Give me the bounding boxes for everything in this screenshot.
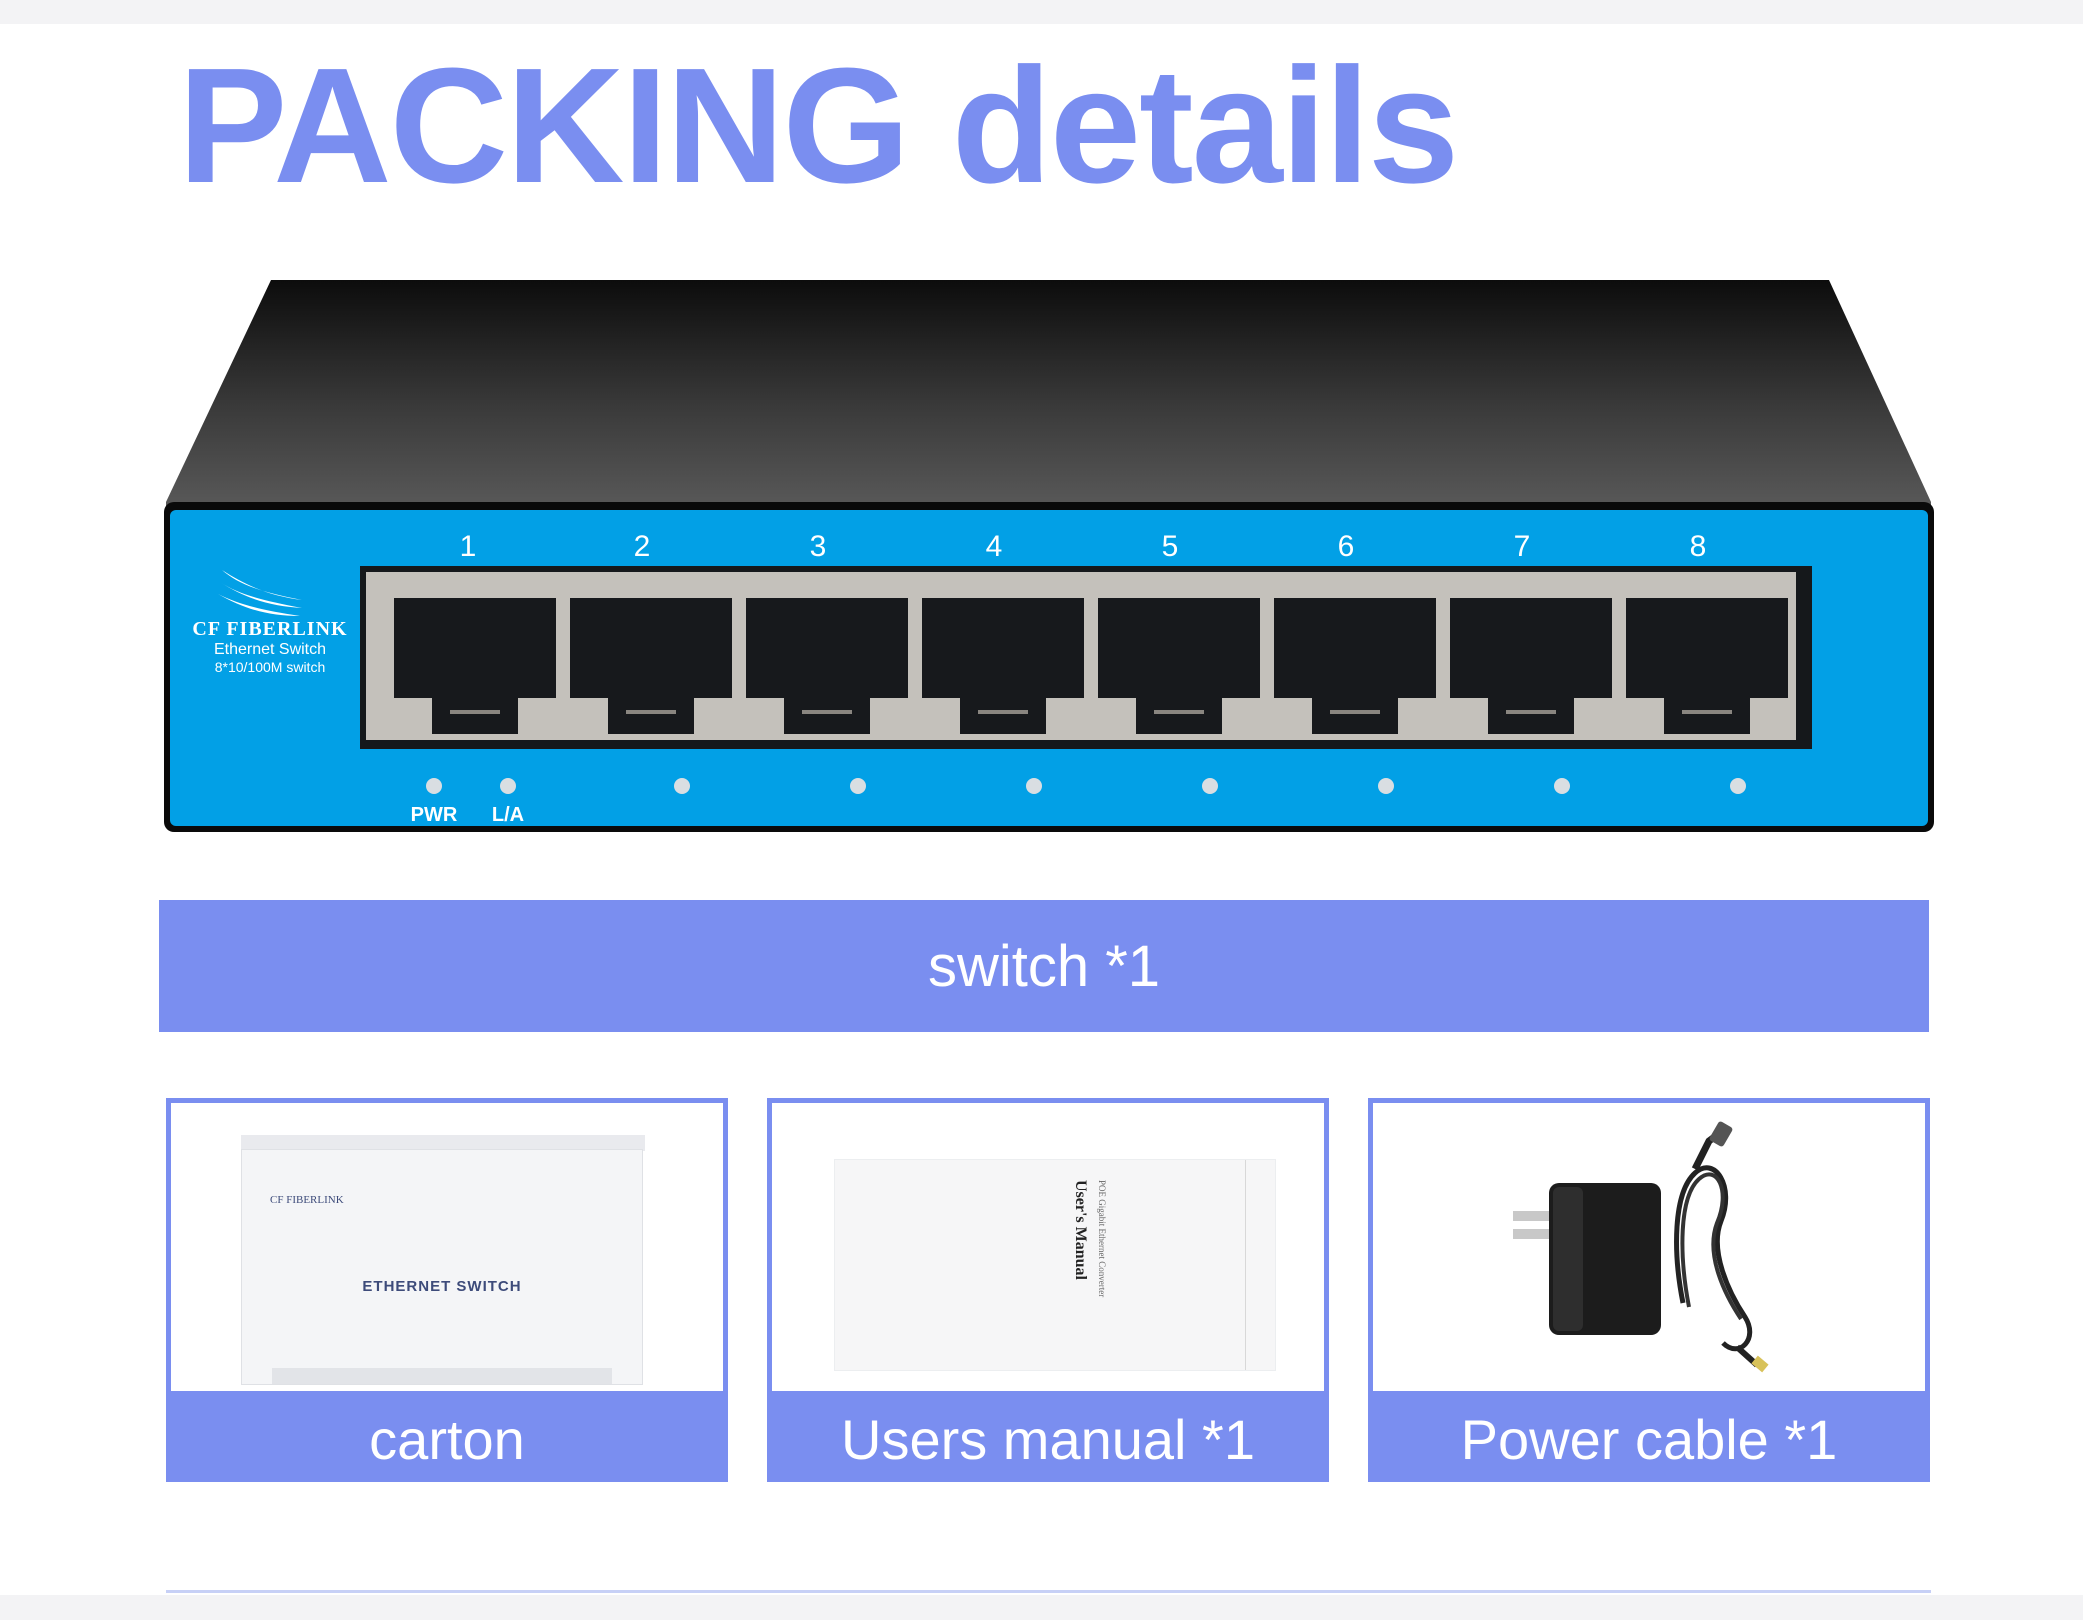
item-image-area: [1373, 1103, 1925, 1391]
switch-front: CF FIBERLINK Ethernet Switch 8*10/100M s…: [164, 502, 1934, 832]
page-title: PACKING details: [178, 34, 1459, 217]
rj45-port-icon: [1098, 598, 1260, 734]
bottom-divider: [166, 1590, 1931, 1593]
carton-brand: CF FIBERLINK: [270, 1194, 344, 1206]
brand-name: CF FIBERLINK: [192, 618, 348, 640]
pwr-led-label: PWR: [410, 804, 458, 826]
switch-front-panel: CF FIBERLINK Ethernet Switch 8*10/100M s…: [170, 510, 1928, 826]
switch-brand: CF FIBERLINK Ethernet Switch 8*10/100M s…: [190, 566, 350, 675]
power-adapter-icon: [1513, 1121, 1769, 1373]
port-number: 2: [633, 530, 651, 563]
item-card-manual: User's Manual POE Gigabit Ethernet Conve…: [767, 1098, 1329, 1482]
rj45-port-icon: [1450, 598, 1612, 734]
brand-spec: 8*10/100M switch: [214, 659, 326, 675]
port-number: 3: [809, 530, 827, 563]
port-led-icon: [1730, 778, 1746, 794]
manual-booklet-icon: User's Manual POE Gigabit Ethernet Conve…: [834, 1159, 1276, 1371]
item-label: Users manual *1: [841, 1407, 1255, 1471]
item-card-carton: CF FIBERLINK ETHERNET SWITCH carton: [166, 1098, 728, 1482]
pwr-led-icon: [426, 778, 442, 794]
port-number: 1: [459, 530, 477, 563]
port-led-icon: [1378, 778, 1394, 794]
page-sheet: PACKING details CF FIBERLINK Ethernet Sw…: [0, 24, 2083, 1595]
switch-quantity-banner: switch *1: [159, 900, 1929, 1032]
port-led-icon: [1026, 778, 1042, 794]
port-number: 7: [1513, 530, 1531, 563]
rj45-port-icon: [1626, 598, 1788, 734]
carton-text: ETHERNET SWITCH: [362, 1278, 522, 1295]
port-number: 5: [1161, 530, 1179, 563]
item-image-area: CF FIBERLINK ETHERNET SWITCH: [171, 1103, 723, 1391]
item-label: carton: [369, 1407, 525, 1471]
item-card-power-cable: Power cable *1: [1368, 1098, 1930, 1482]
brand-subtitle: Ethernet Switch: [213, 641, 327, 658]
rj45-port-icon: [570, 598, 732, 734]
rj45-port-icon: [746, 598, 908, 734]
brand-logo-icon: [218, 570, 302, 616]
item-label: Power cable *1: [1460, 1407, 1838, 1471]
port-led-icon: [1202, 778, 1218, 794]
la-led-label: L/A: [491, 804, 525, 826]
banner-label: switch *1: [927, 933, 1161, 999]
carton-box-icon: CF FIBERLINK ETHERNET SWITCH: [241, 1135, 645, 1385]
port-bay-frame: [366, 572, 1796, 740]
rj45-port-icon: [394, 598, 556, 734]
port-bay: [360, 566, 1812, 749]
manual-subtitle: POE Gigabit Ethernet Converter: [1097, 1180, 1107, 1298]
port-led-icon: [850, 778, 866, 794]
la-led-icon: [500, 778, 516, 794]
port-led-icon: [674, 778, 690, 794]
switch-top-cover: [166, 280, 1931, 512]
rj45-port-icon: [922, 598, 1084, 734]
port-number: 4: [985, 530, 1003, 563]
port-number: 6: [1337, 530, 1355, 563]
port-number: 8: [1689, 530, 1707, 563]
port-led-icon: [1554, 778, 1570, 794]
rj45-port-icon: [1274, 598, 1436, 734]
item-image-area: User's Manual POE Gigabit Ethernet Conve…: [772, 1103, 1324, 1391]
manual-title: User's Manual: [1072, 1180, 1089, 1280]
